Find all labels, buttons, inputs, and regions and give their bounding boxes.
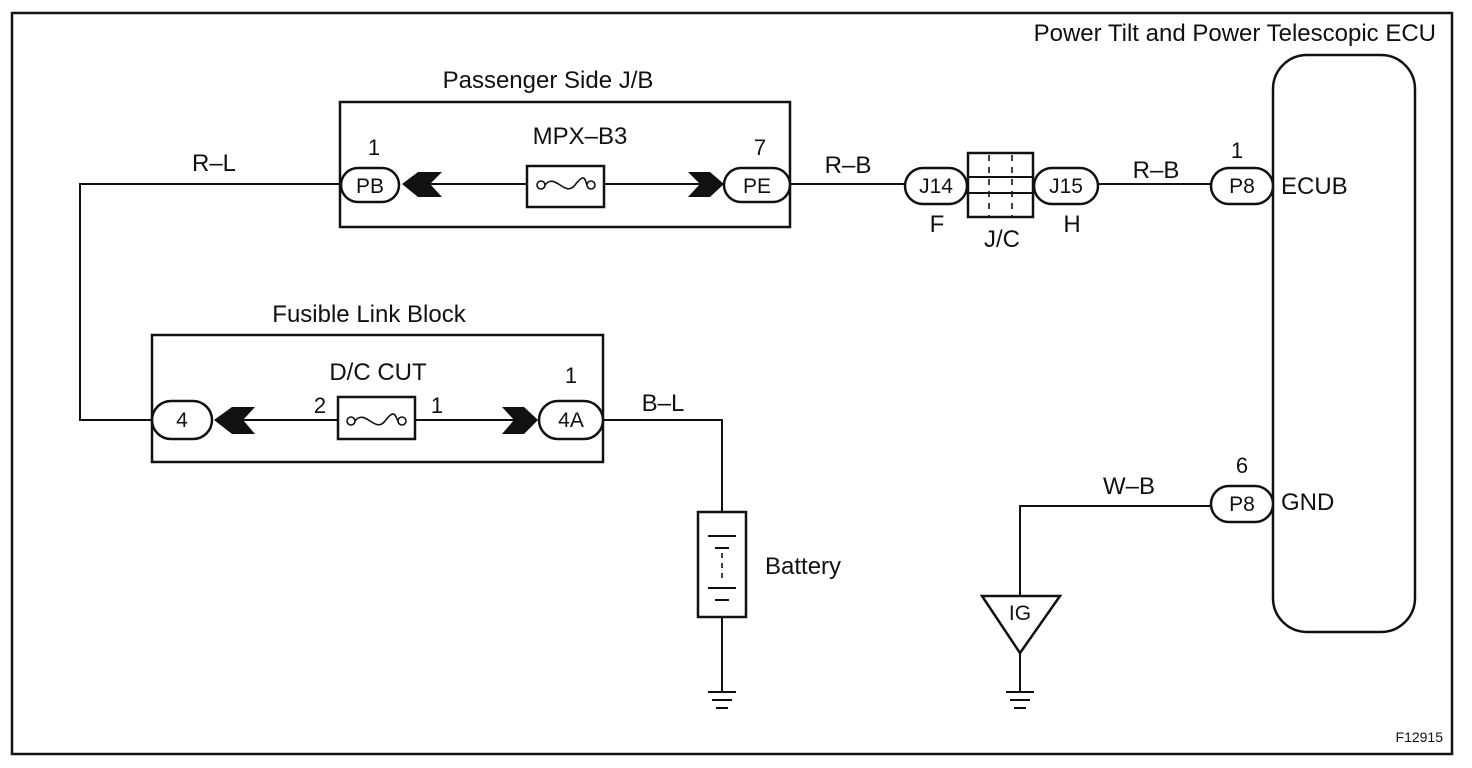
ig-label: IG bbox=[1009, 602, 1031, 625]
ecub-connector bbox=[1209, 166, 1275, 206]
mpx-b3-fuse-label: MPX–B3 bbox=[533, 123, 628, 150]
jc-block bbox=[966, 151, 1035, 219]
mpx-b3-fuse-terminal-right bbox=[586, 180, 596, 190]
pe-pin-number: 7 bbox=[754, 135, 766, 160]
passenger-jb-title: Passenger Side J/B bbox=[443, 67, 654, 94]
dc-cut-fuse-element bbox=[354, 413, 399, 426]
mpx-b3-fuse-terminal-left bbox=[536, 180, 546, 190]
ig-ground-point bbox=[979, 594, 1063, 656]
dc-cut-fuse-label: D/C CUT bbox=[329, 359, 427, 386]
passenger-jb-box bbox=[338, 100, 792, 229]
wire-w-b bbox=[1019, 505, 1211, 596]
wire-label-r-b-2: R–B bbox=[1133, 157, 1180, 184]
wire-label-r-l: R–L bbox=[192, 150, 236, 177]
pb-pin-number: 1 bbox=[368, 135, 380, 160]
fl-4a-terminal-marker bbox=[502, 407, 538, 434]
dc-cut-fuse-terminal-right bbox=[397, 416, 407, 426]
pb-connector-label: PB bbox=[356, 175, 384, 198]
figure-id: F12915 bbox=[1396, 729, 1444, 745]
dc-cut-fuse-terminal-left bbox=[346, 416, 356, 426]
fl-4a-pin-number: 1 bbox=[565, 363, 577, 388]
dc-cut-pin-left: 2 bbox=[314, 393, 326, 418]
diagram-frame bbox=[10, 11, 1454, 756]
battery-label: Battery bbox=[765, 553, 841, 580]
fl-4-connector bbox=[150, 399, 214, 441]
mpx-b3-fuse-element bbox=[544, 177, 588, 190]
gnd-connector bbox=[1209, 484, 1275, 524]
dc-cut-fuse-box bbox=[336, 395, 417, 441]
j15-pin-label: H bbox=[1063, 211, 1080, 238]
wire-b-l bbox=[603, 419, 723, 512]
ecu-title: Power Tilt and Power Telescopic ECU bbox=[1034, 20, 1436, 47]
gnd-connector-label: P8 bbox=[1229, 493, 1255, 516]
gnd-pin-number: 6 bbox=[1236, 453, 1248, 478]
ecub-connector-label: P8 bbox=[1229, 175, 1255, 198]
gnd-terminal-label: GND bbox=[1281, 489, 1334, 516]
j14-pin-label: F bbox=[930, 211, 945, 238]
mpx-b3-fuse-box bbox=[525, 164, 606, 209]
wire-label-w-b: W–B bbox=[1103, 473, 1155, 500]
ecub-terminal-label: ECUB bbox=[1281, 173, 1348, 200]
ecub-pin-number: 1 bbox=[1231, 138, 1243, 163]
dc-cut-pin-right: 1 bbox=[431, 393, 443, 418]
fusible-link-block-title: Fusible Link Block bbox=[272, 301, 466, 328]
pb-connector bbox=[339, 166, 401, 204]
j14-connector-label: J14 bbox=[919, 175, 953, 198]
fl-4-connector-label: 4 bbox=[176, 409, 188, 432]
pe-terminal-marker bbox=[688, 172, 724, 197]
wire-label-b-l: B–L bbox=[642, 390, 685, 417]
ecu-body bbox=[1271, 53, 1417, 634]
j15-connector-label: J15 bbox=[1049, 175, 1083, 198]
fl-4a-connector-label: 4A bbox=[558, 409, 584, 432]
jc-label: J/C bbox=[984, 226, 1020, 253]
wire-r-l bbox=[79, 183, 341, 421]
j15-connector bbox=[1032, 166, 1100, 206]
pe-connector-label: PE bbox=[743, 175, 771, 198]
pb-terminal-marker bbox=[402, 172, 442, 197]
wire-label-r-b-1: R–B bbox=[825, 152, 872, 179]
fusible-link-block-box bbox=[150, 333, 605, 464]
fl-4-terminal-marker bbox=[214, 407, 255, 434]
